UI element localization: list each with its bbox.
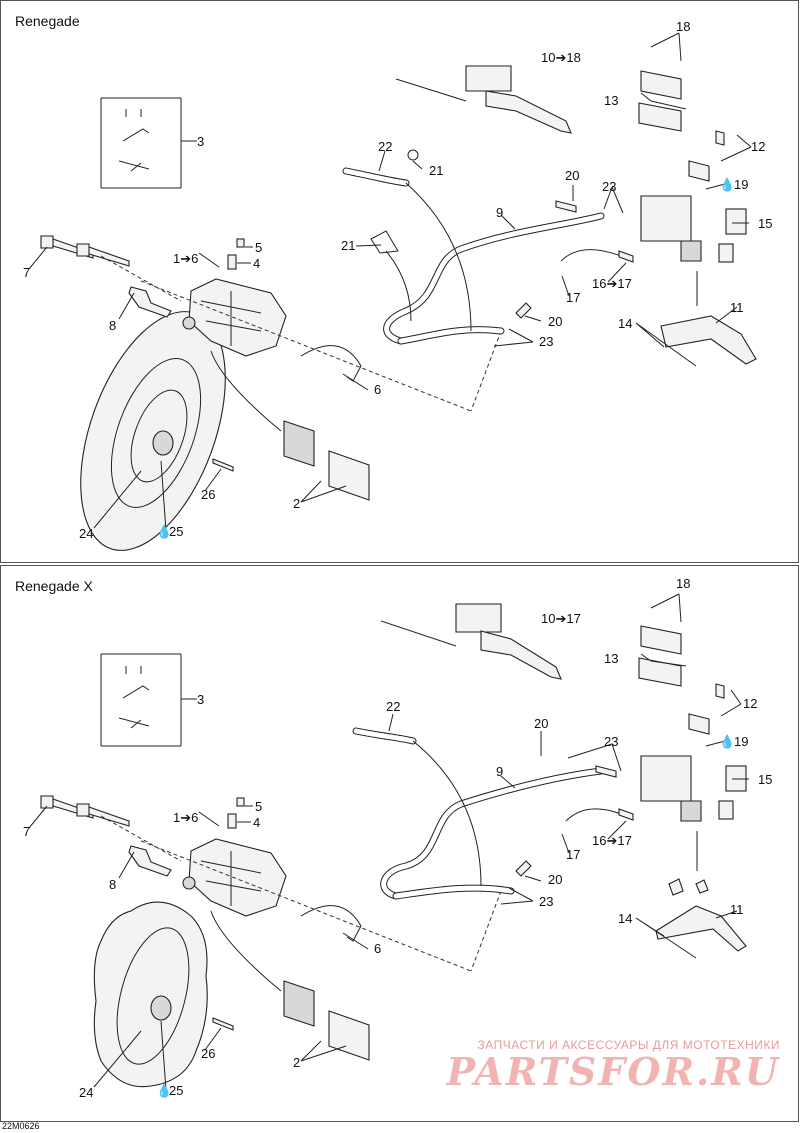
watermark-logo: PARTSFOR.RU — [446, 1049, 780, 1094]
callout-26: 26 — [201, 1046, 215, 1061]
callout-14: 14 — [618, 316, 632, 331]
callout-19: 19 — [734, 734, 748, 749]
callout-18: 18 — [676, 576, 690, 591]
callout-22: 22 — [386, 699, 400, 714]
exploded-diagram-renegade: 3 1➔6 5 4 7 8 10➔18 18 13 12 22 21 20 23… — [23, 19, 772, 551]
brake-disc-wave — [93, 901, 208, 1088]
callout-15: 15 — [758, 772, 772, 787]
callout-6: 6 — [374, 382, 381, 397]
callout-22: 22 — [378, 139, 392, 154]
callout-13: 13 — [604, 93, 618, 108]
callout-12: 12 — [751, 139, 765, 154]
callout-23b: 23 — [539, 334, 553, 349]
brake-caliper — [182, 278, 287, 357]
master-cylinder-right — [595, 755, 702, 822]
panel-renegade-x: Renegade X — [0, 565, 799, 1122]
callout-2: 2 — [293, 1055, 300, 1070]
callout-11: 11 — [730, 300, 744, 315]
callout-20a: 20 — [565, 168, 579, 183]
droplet-19: 💧 — [719, 177, 735, 192]
exploded-diagram-renegade-x: 3 1➔6 5 4 7 8 10➔17 18 13 12 22 20 23 💧 … — [23, 576, 772, 1100]
master-cylinder-left — [395, 65, 572, 134]
callout-16: 16➔17 — [592, 276, 632, 291]
kit-parts — [118, 109, 150, 172]
callout-18: 18 — [676, 19, 690, 34]
callout-7: 7 — [23, 824, 30, 839]
panel-renegade: Renegade — [0, 0, 799, 563]
callout-16: 16➔17 — [592, 833, 632, 848]
callout-7: 7 — [23, 265, 30, 280]
callout-1: 1➔6 — [173, 251, 198, 266]
callout-23a: 23 — [604, 734, 618, 749]
callout-1: 1➔6 — [173, 810, 198, 825]
callout-10: 10➔17 — [541, 611, 581, 626]
callout-8: 8 — [109, 318, 116, 333]
callout-21b: 21 — [341, 238, 355, 253]
callout-26: 26 — [201, 487, 215, 502]
callout-6: 6 — [374, 941, 381, 956]
document-code: 22M0626 — [2, 1121, 40, 1131]
callout-9: 9 — [496, 205, 503, 220]
callout-12: 12 — [743, 696, 757, 711]
callout-25: 25 — [169, 524, 183, 539]
master-cylinder-right — [555, 195, 702, 262]
callout-15: 15 — [758, 216, 772, 231]
callout-13: 13 — [604, 651, 618, 666]
callout-21a: 21 — [429, 163, 443, 178]
callout-24: 24 — [79, 1085, 93, 1100]
callout-20a: 20 — [534, 716, 548, 731]
callout-8: 8 — [109, 877, 116, 892]
callout-17: 17 — [566, 847, 580, 862]
callout-2: 2 — [293, 496, 300, 511]
callout-23a: 23 — [602, 179, 616, 194]
callout-23b: 23 — [539, 894, 553, 909]
callout-20b: 20 — [548, 872, 562, 887]
panel-title: Renegade X — [15, 578, 93, 594]
droplet-19: 💧 — [719, 734, 735, 749]
kit-box — [100, 653, 182, 747]
callout-5: 5 — [255, 799, 262, 814]
callout-10: 10➔18 — [541, 50, 581, 65]
droplet-25: 💧 — [156, 1083, 172, 1098]
callout-9: 9 — [496, 764, 503, 779]
callout-3: 3 — [197, 692, 204, 707]
callout-14: 14 — [618, 911, 632, 926]
kit-box — [100, 97, 182, 189]
callout-11: 11 — [730, 902, 744, 917]
brake-disc — [80, 311, 226, 551]
callout-3: 3 — [197, 134, 204, 149]
callout-4: 4 — [253, 256, 260, 271]
watermark: ЗАПЧАСТИ И АКСЕССУАРЫ ДЛЯ МОТОТЕХНИКИ PA… — [446, 1038, 780, 1092]
callout-4: 4 — [253, 815, 260, 830]
callout-19: 19 — [734, 177, 748, 192]
callout-5: 5 — [255, 240, 262, 255]
callout-24: 24 — [79, 526, 93, 541]
brake-caliper — [182, 838, 287, 917]
callout-17: 17 — [566, 290, 580, 305]
master-cylinder-left — [380, 603, 562, 680]
callout-20b: 20 — [548, 314, 562, 329]
callout-25: 25 — [169, 1083, 183, 1098]
watermark-tagline: ЗАПЧАСТИ И АКСЕССУАРЫ ДЛЯ МОТОТЕХНИКИ — [477, 1038, 780, 1052]
droplet-25: 💧 — [156, 524, 172, 539]
panel-title: Renegade — [15, 13, 80, 29]
